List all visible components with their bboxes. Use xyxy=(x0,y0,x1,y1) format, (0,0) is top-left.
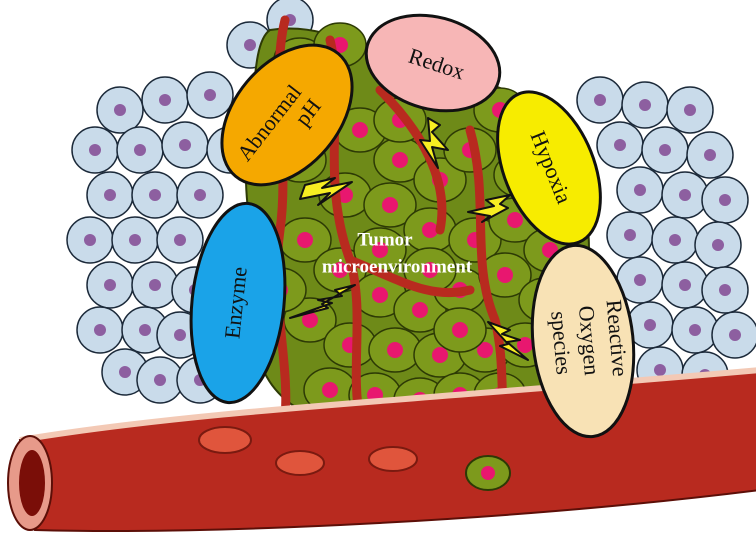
red-blood-cell xyxy=(276,451,324,475)
normal-cell xyxy=(577,77,623,123)
normal-cell xyxy=(112,217,158,263)
normal-cell-nucleus xyxy=(159,94,171,106)
normal-cell-nucleus xyxy=(174,234,186,246)
normal-cell-nucleus xyxy=(179,139,191,151)
tumor-cell-nucleus xyxy=(382,197,398,213)
normal-cell xyxy=(662,172,708,218)
normal-cell-nucleus xyxy=(149,279,161,291)
normal-cell-nucleus xyxy=(94,324,106,336)
normal-cell xyxy=(662,262,708,308)
normal-cell xyxy=(187,72,233,118)
normal-cell xyxy=(132,262,178,308)
normal-cell-nucleus xyxy=(614,139,626,151)
tumor-cell-nucleus xyxy=(352,122,368,138)
normal-cell-nucleus xyxy=(644,319,656,331)
normal-cell xyxy=(642,127,688,173)
normal-cell-nucleus xyxy=(114,104,126,116)
normal-cell xyxy=(622,82,668,128)
normal-cell-nucleus xyxy=(204,89,216,101)
normal-cell-nucleus xyxy=(719,194,731,206)
normal-cell xyxy=(67,217,113,263)
normal-cell-nucleus xyxy=(134,144,146,156)
normal-cell-nucleus xyxy=(659,144,671,156)
circulating-tumor-nucleus xyxy=(481,466,495,480)
normal-cell xyxy=(702,177,748,223)
tumor-cell xyxy=(369,328,421,372)
normal-cell xyxy=(137,357,183,403)
normal-cell xyxy=(712,312,756,358)
tumor-cell-nucleus xyxy=(372,287,388,303)
normal-cell-nucleus xyxy=(679,189,691,201)
normal-cell-nucleus xyxy=(129,234,141,246)
normal-cell-nucleus xyxy=(119,366,131,378)
center-title-line2: microenvironment xyxy=(322,256,473,277)
normal-cell-nucleus xyxy=(684,104,696,116)
normal-cell-nucleus xyxy=(624,229,636,241)
tumor-cell-nucleus xyxy=(297,232,313,248)
normal-cell xyxy=(87,262,133,308)
normal-cell xyxy=(77,307,123,353)
blood-vessel-lumen xyxy=(19,450,45,516)
normal-cell-nucleus xyxy=(712,239,724,251)
normal-cell-nucleus xyxy=(104,189,116,201)
normal-cell xyxy=(597,122,643,168)
normal-cell xyxy=(132,172,178,218)
tumor-cell-nucleus xyxy=(507,212,523,228)
center-title-line1: Tumor xyxy=(357,229,413,250)
normal-cell-nucleus xyxy=(639,99,651,111)
normal-cell-nucleus xyxy=(679,279,691,291)
normal-cell-nucleus xyxy=(174,329,186,341)
normal-cell xyxy=(162,122,208,168)
tumor-cell-nucleus xyxy=(452,322,468,338)
normal-cell xyxy=(617,167,663,213)
normal-cell-nucleus xyxy=(154,374,166,386)
tumor-cell-nucleus xyxy=(497,267,513,283)
normal-cell xyxy=(607,212,653,258)
normal-cell xyxy=(97,87,143,133)
normal-cell-nucleus xyxy=(719,284,731,296)
normal-cell xyxy=(672,307,718,353)
tumor-cell-nucleus xyxy=(387,342,403,358)
red-blood-cell xyxy=(199,427,251,453)
normal-cell-nucleus xyxy=(149,189,161,201)
normal-cell xyxy=(687,132,733,178)
normal-cell xyxy=(177,172,223,218)
normal-cell-nucleus xyxy=(594,94,606,106)
normal-cell xyxy=(117,127,163,173)
normal-cell-nucleus xyxy=(729,329,741,341)
normal-cell-nucleus xyxy=(139,324,151,336)
normal-cell xyxy=(695,222,741,268)
tumor-cell-nucleus xyxy=(322,382,338,398)
normal-cell xyxy=(157,217,203,263)
normal-cell xyxy=(667,87,713,133)
tumor-cell xyxy=(434,308,486,352)
normal-cell-nucleus xyxy=(84,234,96,246)
normal-cell-nucleus xyxy=(669,234,681,246)
normal-cell-nucleus xyxy=(89,144,101,156)
tumor-cell xyxy=(324,323,376,367)
normal-cell-nucleus xyxy=(634,274,646,286)
normal-cell xyxy=(72,127,118,173)
normal-cell-nucleus xyxy=(244,39,256,51)
normal-cell-nucleus xyxy=(654,364,666,376)
tumor-cell-nucleus xyxy=(392,152,408,168)
normal-cell xyxy=(142,77,188,123)
tumor-cell-nucleus xyxy=(412,302,428,318)
normal-cell-nucleus xyxy=(689,324,701,336)
normal-cell xyxy=(652,217,698,263)
normal-cell-nucleus xyxy=(194,189,206,201)
normal-cell-nucleus xyxy=(634,184,646,196)
red-blood-cell xyxy=(369,447,417,471)
normal-cell-nucleus xyxy=(704,149,716,161)
tumor-cell-nucleus xyxy=(432,347,448,363)
normal-cell xyxy=(702,267,748,313)
normal-cell xyxy=(87,172,133,218)
normal-cell-nucleus xyxy=(104,279,116,291)
